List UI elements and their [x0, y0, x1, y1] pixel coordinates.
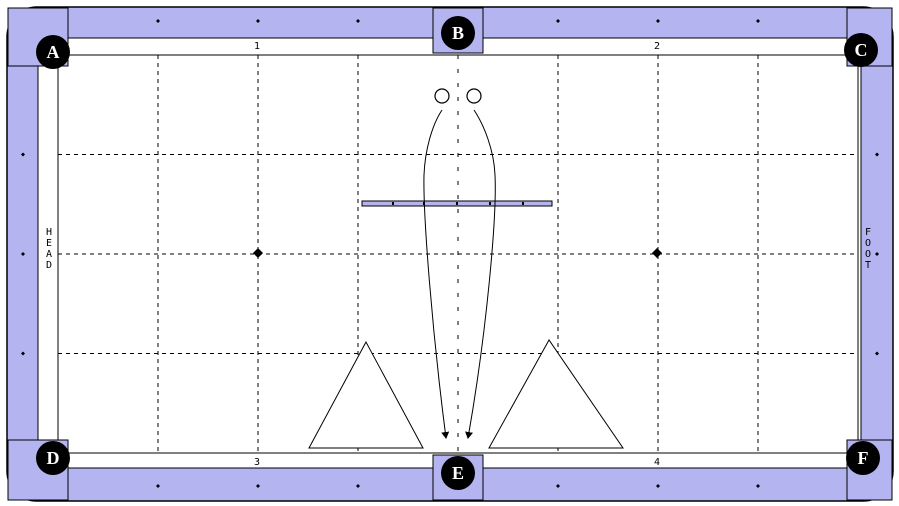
table-grid [58, 55, 858, 453]
black-circle-icon [846, 441, 880, 475]
rack-triangle-left [308, 340, 424, 449]
diamond-marker-icon [756, 484, 760, 488]
ball-left [434, 88, 450, 104]
pocket-label: B [452, 23, 464, 43]
foot-spot-icon [652, 248, 662, 258]
svg-text:D: D [46, 260, 52, 271]
pocket-b: B [441, 16, 475, 50]
diamond-marker-icon [21, 351, 25, 356]
diamond-marker-icon [875, 152, 879, 157]
diamond-marker-icon [875, 351, 879, 356]
rail-number-4: 4 [654, 457, 660, 468]
pocket-e: E [441, 456, 475, 490]
rack-triangle-right [488, 339, 624, 449]
svg-text:T: T [865, 260, 871, 271]
svg-text:A: A [46, 249, 52, 260]
svg-text:O: O [865, 238, 871, 249]
black-circle-icon [36, 35, 70, 69]
black-circle-icon [36, 441, 70, 475]
svg-text:H: H [46, 227, 52, 238]
path-right [465, 109, 496, 439]
diamond-marker-icon [21, 252, 25, 256]
diamond-marker-icon [356, 484, 360, 488]
pocket-label: F [858, 448, 869, 468]
pocket-label: D [47, 448, 60, 468]
pocket-f: F [846, 441, 880, 475]
rail-number-3: 3 [254, 457, 260, 468]
diamond-marker-icon [356, 19, 360, 23]
rail-number-1: 1 [254, 41, 260, 52]
rail-number-2: 2 [654, 41, 660, 52]
diamond-marker-icon [21, 152, 25, 157]
diamond-marker-icon [875, 252, 879, 256]
svg-text:E: E [46, 238, 52, 249]
diamond-marker-icon [756, 19, 760, 23]
ball-paths [423, 109, 496, 439]
table-spots [253, 248, 662, 258]
svg-text:F: F [865, 227, 871, 238]
pocket-a: A [36, 35, 70, 69]
diamond-marker-icon [156, 484, 160, 488]
black-circle-icon [441, 456, 475, 490]
diamond-marker-icon [156, 19, 160, 23]
balls [434, 88, 482, 104]
pocket-label: E [452, 463, 464, 483]
path-left [423, 109, 450, 439]
black-circle-icon [844, 33, 878, 67]
head-spot-icon [253, 248, 263, 258]
pocket-d: D [36, 441, 70, 475]
pocket-label: A [47, 42, 60, 62]
diamond-marker-icon [556, 19, 560, 23]
diamond-marker-icon [256, 484, 260, 488]
foot-label: F O O T [865, 227, 871, 271]
diamond-marker-icon [656, 19, 660, 23]
rail-diamonds [21, 19, 879, 488]
diamond-marker-icon [556, 484, 560, 488]
ball-right [466, 88, 482, 104]
diamond-marker-icon [656, 484, 660, 488]
black-circle-icon [441, 16, 475, 50]
rack-triangles [308, 339, 624, 449]
rail-numbers: 1 2 3 4 [254, 41, 660, 468]
diamond-marker-icon [256, 19, 260, 23]
svg-text:O: O [865, 249, 871, 260]
cue-stick [361, 200, 553, 207]
pocket-c: C [844, 33, 878, 67]
pocket-label: C [855, 40, 868, 60]
head-label: H E A D [46, 227, 52, 271]
